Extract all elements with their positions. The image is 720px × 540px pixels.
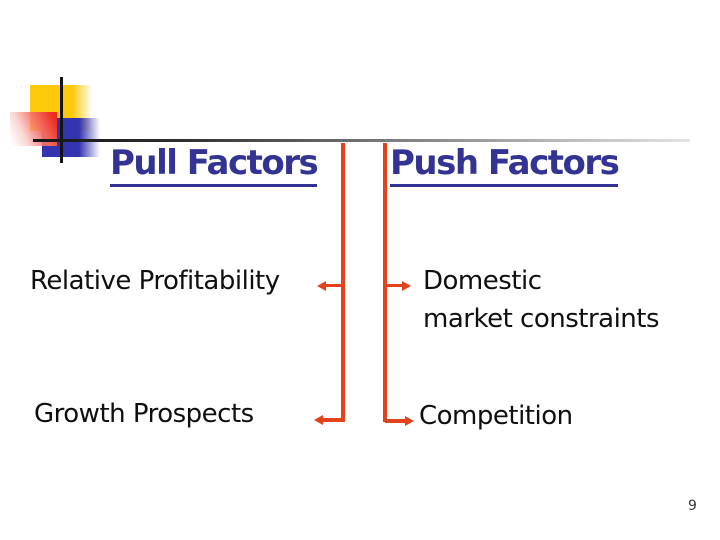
push-item-domestic-market-constraints: Domestic market constraints bbox=[423, 262, 660, 338]
pull-factors-heading-text: Pull Factors bbox=[110, 146, 319, 187]
pull-item-growth-prospects: Growth Prospects bbox=[34, 395, 254, 433]
push-item-competition: Competition bbox=[419, 397, 573, 435]
push-item-label: Competition bbox=[419, 401, 573, 431]
pull-factors-heading: Pull Factors bbox=[110, 146, 319, 187]
decor-horizontal-rule bbox=[33, 139, 690, 142]
pull-item-relative-profitability: Relative Profitability bbox=[30, 262, 280, 300]
push-factors-heading-text: Push Factors bbox=[390, 146, 620, 187]
page-number: 9 bbox=[688, 498, 697, 514]
push-item-label-line1: Domestic bbox=[423, 266, 542, 296]
push-item-label-line2: market constraints bbox=[423, 304, 660, 334]
pull-item-label: Relative Profitability bbox=[30, 266, 280, 296]
push-connector-line bbox=[383, 143, 387, 422]
pull-connector-line bbox=[341, 143, 345, 422]
pull-item-label: Growth Prospects bbox=[34, 399, 254, 429]
decor-vertical-line bbox=[60, 77, 63, 163]
push-factors-heading: Push Factors bbox=[390, 146, 620, 187]
